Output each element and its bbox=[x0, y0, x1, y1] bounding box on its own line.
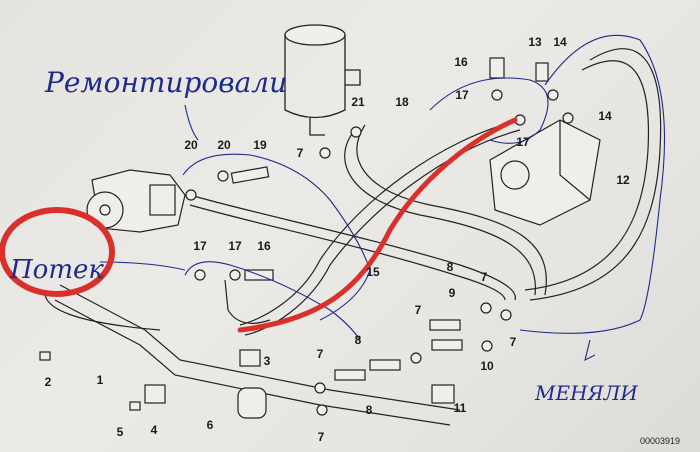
note-replaced: МЕНЯЛИ bbox=[534, 381, 638, 405]
part-callout-7: 7 bbox=[510, 335, 517, 349]
hoses bbox=[44, 48, 662, 426]
part-callout-17: 17 bbox=[516, 135, 530, 149]
part-callout-14: 14 bbox=[598, 109, 612, 123]
part-callout-9: 9 bbox=[449, 286, 456, 300]
part-callout-15: 15 bbox=[366, 265, 380, 279]
part-callout-7: 7 bbox=[481, 270, 488, 284]
part-callout-7: 7 bbox=[318, 430, 325, 444]
power-steering-pump bbox=[86, 169, 186, 233]
part-callout-12: 12 bbox=[616, 173, 630, 187]
part-callout-7: 7 bbox=[317, 347, 324, 361]
part-callout-21: 21 bbox=[351, 95, 365, 109]
part-callout-3: 3 bbox=[264, 354, 271, 368]
part-callout-16: 16 bbox=[454, 55, 468, 69]
part-callout-1: 1 bbox=[97, 373, 104, 387]
part-callout-8: 8 bbox=[366, 403, 373, 417]
part-callout-13: 13 bbox=[528, 35, 542, 49]
red-marker-line bbox=[237, 117, 518, 333]
part-callout-14: 14 bbox=[553, 35, 567, 49]
part-callout-16: 16 bbox=[257, 239, 271, 253]
blue-pen-outlines bbox=[99, 34, 666, 362]
part-callout-5: 5 bbox=[117, 425, 124, 439]
part-callout-8: 8 bbox=[355, 333, 362, 347]
part-callout-19: 19 bbox=[253, 138, 267, 152]
steering-gear-box bbox=[489, 119, 601, 226]
part-callout-17: 17 bbox=[193, 239, 207, 253]
part-callout-17: 17 bbox=[228, 239, 242, 253]
part-callout-2: 2 bbox=[45, 375, 52, 389]
note-leaked: Потек bbox=[9, 255, 104, 285]
note-repaired: Ремонтировали bbox=[44, 66, 287, 99]
part-callout-7: 7 bbox=[297, 146, 304, 160]
part-callout-10: 10 bbox=[480, 359, 494, 373]
part-callout-17: 17 bbox=[455, 88, 469, 102]
red-marker-circle bbox=[0, 207, 115, 297]
part-callout-20: 20 bbox=[217, 138, 231, 152]
fluid-reservoir bbox=[284, 24, 361, 136]
part-callout-4: 4 bbox=[151, 423, 158, 437]
part-callout-7: 7 bbox=[415, 303, 422, 317]
drawing-code: 00003919 bbox=[640, 436, 680, 446]
part-callout-8: 8 bbox=[447, 260, 454, 274]
part-callout-6: 6 bbox=[207, 418, 214, 432]
part-callout-20: 20 bbox=[184, 138, 198, 152]
part-callout-11: 11 bbox=[454, 401, 467, 415]
part-callout-18: 18 bbox=[395, 95, 409, 109]
